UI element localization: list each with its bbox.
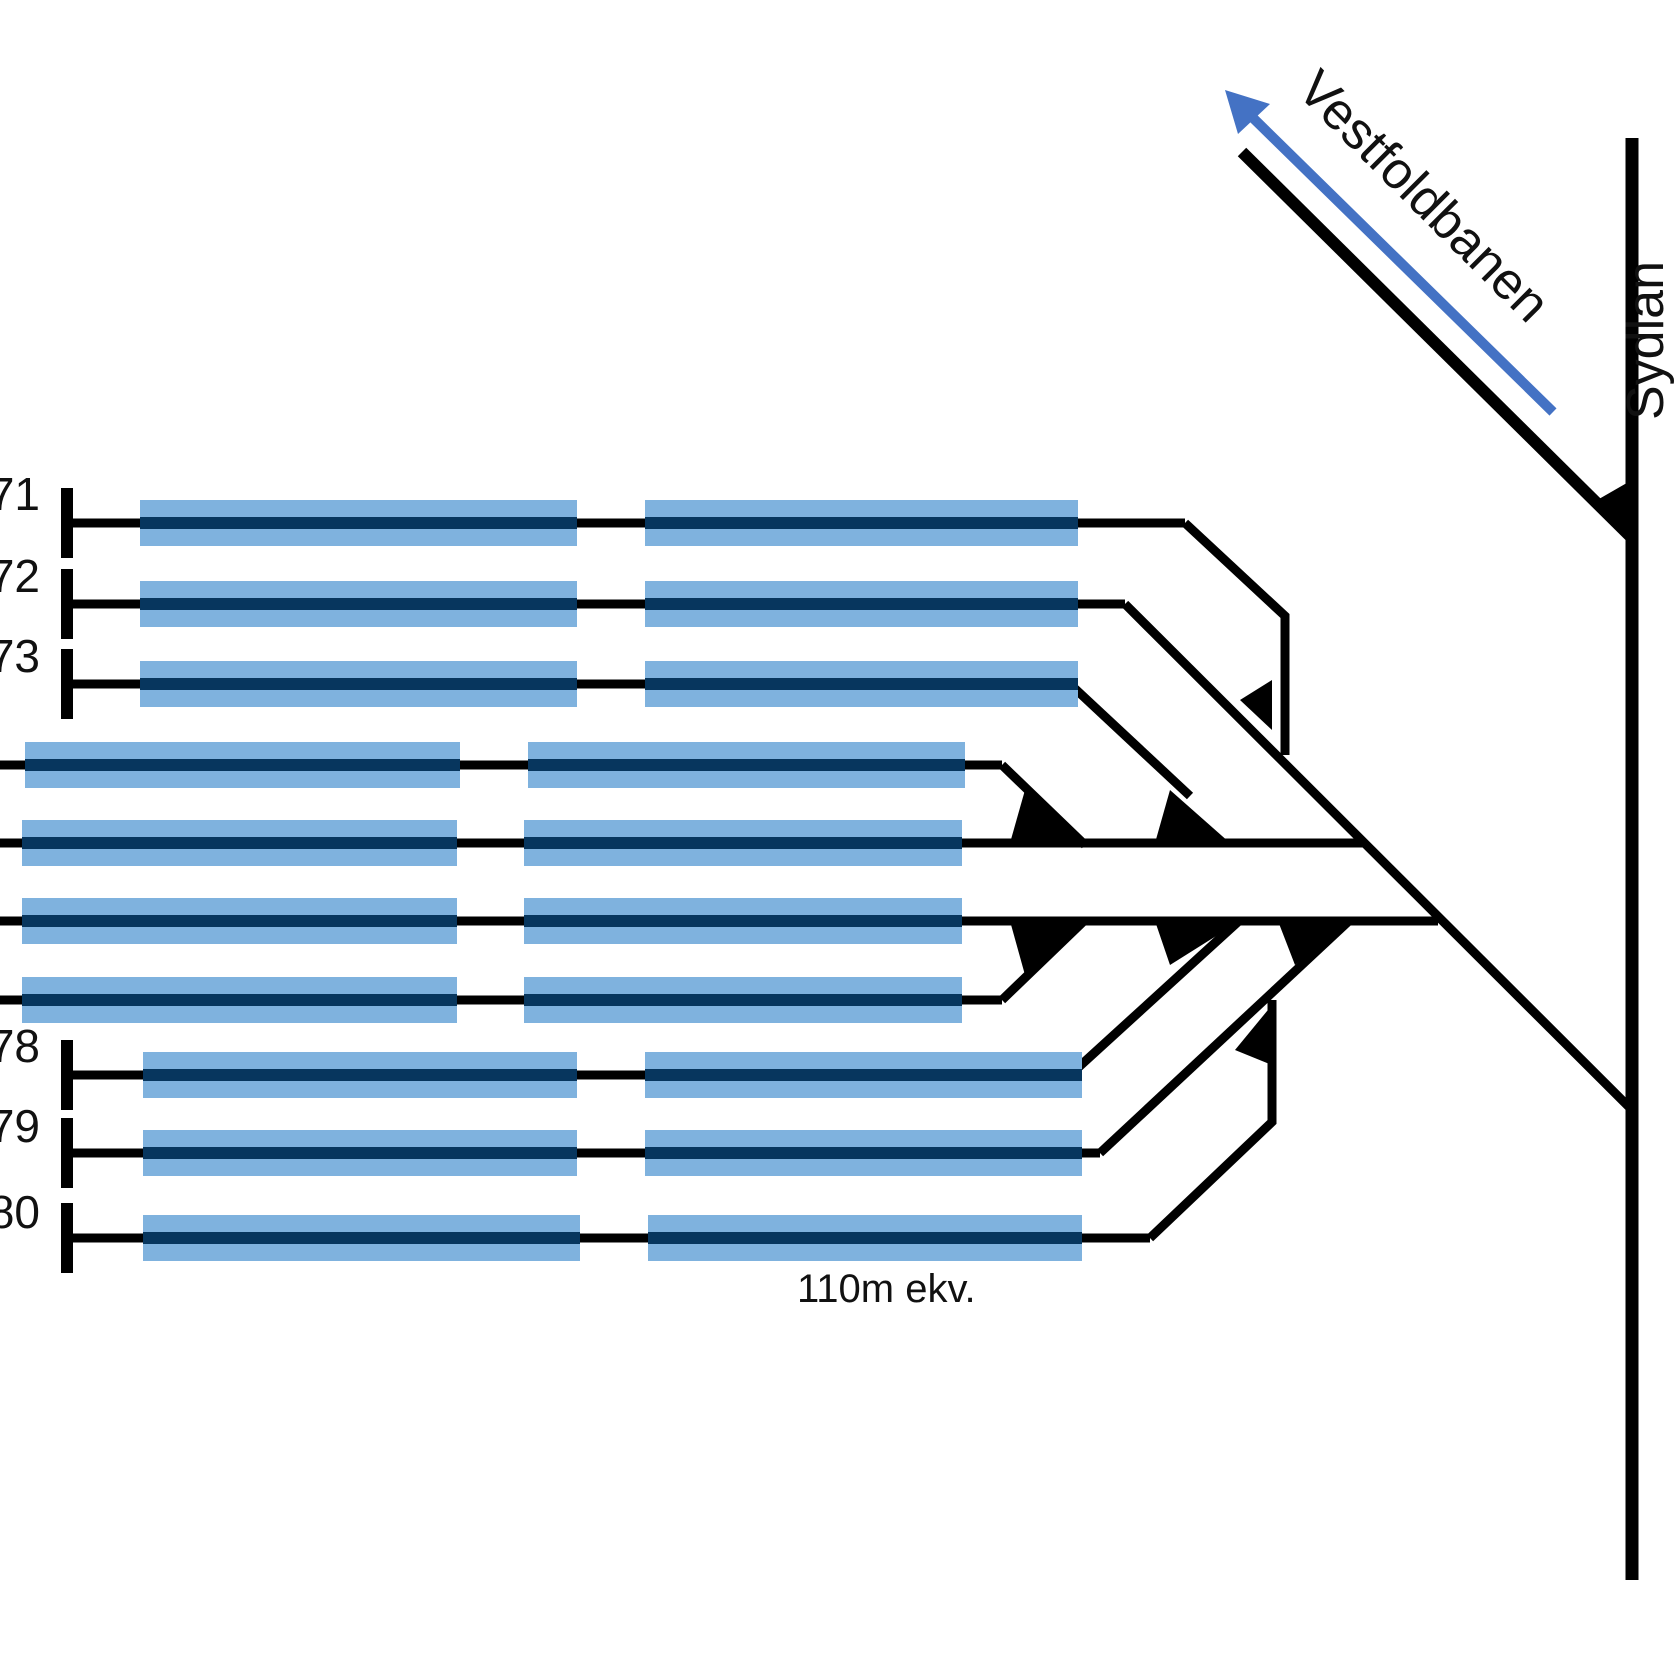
platform-track [645,678,1078,690]
trunk-78 [1066,916,1244,1079]
track-number: 79 [0,1100,40,1152]
platform-track [648,1232,1082,1244]
platform-track [645,598,1078,610]
track-row: 72 [0,550,1125,639]
track-number: 71 [0,468,40,520]
platform-track [140,598,577,610]
length-note: 110m ekv. [797,1267,976,1311]
switch-frog [1235,1005,1272,1065]
platform-track [645,517,1078,529]
platform-track [22,837,457,849]
platform-track [524,915,962,927]
platform-track [25,759,460,771]
platform-track [22,915,457,927]
platform-track [645,1147,1082,1159]
platform-track [524,837,962,849]
trunk-73 [1066,680,1194,800]
track-row [0,898,1010,944]
track-number: 80 [0,1186,40,1238]
switch-frogs [1010,680,1350,1065]
track-row [0,820,1010,866]
platform-track [140,678,577,690]
switch-frog [1155,790,1230,843]
switch-frog [1010,790,1085,843]
platform-track [22,994,457,1006]
switch-vestfold [1592,480,1632,538]
vestfoldbanen-track [1237,147,1637,543]
sydlandsbanen-label: Sydlan [1617,261,1675,420]
platform-track [143,1232,580,1244]
tracks-layer: 71 72 73 78 79 80 [0,468,1185,1273]
track-row: 79 [0,1100,1100,1188]
track-row: 71 [0,468,1185,558]
platform-track [528,759,965,771]
switch-frog [1010,921,1085,975]
vestfoldbanen-arrow [1246,111,1557,416]
platform-track [645,1069,1082,1081]
switch-frog [1278,921,1350,965]
platform-track [143,1147,577,1159]
trunk-79 [1096,916,1354,1157]
track-row: 80 [0,1186,1150,1273]
track-number: 72 [0,550,40,602]
trunk-72 [1121,600,1636,1114]
platform-track [140,517,577,529]
trunk-71 [1181,519,1290,755]
track-number: 73 [0,630,40,682]
track-row: 78 [0,1020,1082,1110]
platform-track [524,994,962,1006]
switch-frog [1155,921,1240,965]
track-row [0,977,1002,1023]
track-row [0,742,1002,788]
track-row: 73 [0,630,1078,719]
platform-track [143,1069,577,1081]
switch-frog [1240,680,1272,730]
track-number: 78 [0,1020,40,1072]
vestfoldbanen-arrowhead [1225,90,1270,134]
